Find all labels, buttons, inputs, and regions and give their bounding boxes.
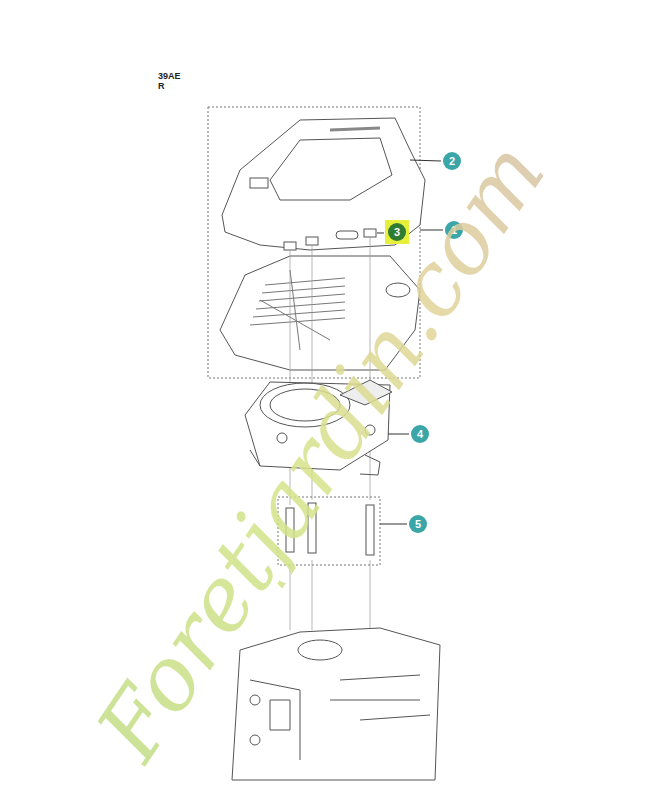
callout-circle: 3 [385,220,409,244]
callout-number: 3 [394,227,400,238]
model-code: 39AE [158,72,181,81]
callout-number: 5 [415,519,421,530]
callout-number: 2 [449,156,455,167]
callout-number: 4 [417,429,423,440]
callout-circle: 5 [409,515,427,533]
callout-circle: 4 [411,425,429,443]
model-code: R [158,82,165,91]
